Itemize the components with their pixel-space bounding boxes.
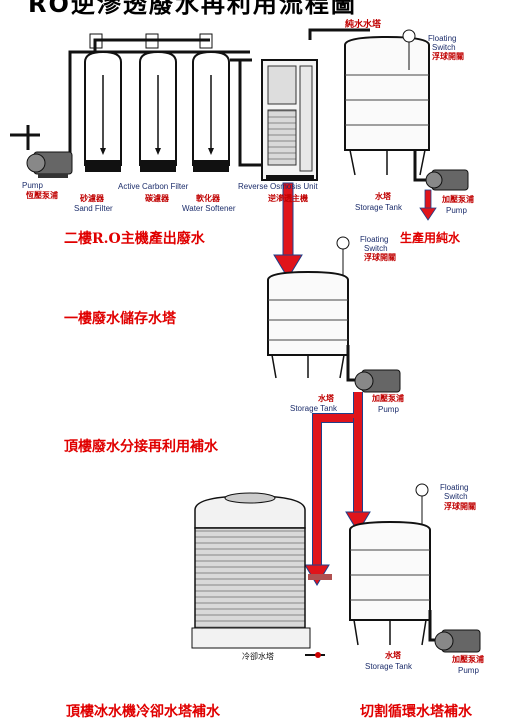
flow-arrow-production	[419, 189, 437, 221]
cutting-storage-tank	[349, 483, 440, 646]
cooling-tower	[191, 492, 332, 658]
bottom-switch-en-2: Switch	[444, 492, 468, 501]
mid-pump-en: Pump	[378, 405, 399, 414]
pure-tank-label: 純水水塔	[345, 20, 382, 30]
top-switch-zh: 浮球開關	[432, 52, 464, 61]
water-softener-tank	[192, 33, 230, 172]
pump-en-label: Pump	[22, 181, 43, 190]
mid-switch-en-1: Floating	[360, 235, 389, 244]
top-switch-en-1: Floating	[428, 34, 457, 43]
bottom-tank-zh: 水塔	[385, 651, 401, 660]
annotation-cutting-makeup: 切割循環水塔補水	[360, 704, 472, 720]
annotation-ro-waste: 二樓R.O主機產出廢水	[64, 231, 205, 247]
ro-unit-zh: 逆滲透主機	[268, 194, 308, 203]
flow-arrow-ro-waste	[273, 182, 303, 279]
annotation-chiller-makeup: 頂樓冰水機冷卻水塔補水	[66, 704, 220, 720]
pump-2	[425, 169, 469, 191]
diagram-title: RO逆滲透廢水再利用流程圖	[28, 0, 357, 18]
pump-zh-label: 恆壓泵浦	[26, 191, 58, 200]
mid-tank-zh: 水塔	[318, 394, 334, 403]
flow-arrow-split	[304, 392, 371, 586]
cooling-tower-label: 冷卻水塔	[242, 652, 274, 661]
ro-unit	[261, 59, 318, 181]
waste-storage-tank	[267, 236, 360, 382]
softener-zh: 軟化器	[196, 194, 220, 203]
mid-pump-zh: 加壓泵浦	[372, 394, 404, 403]
annotation-rooftop-reuse: 頂樓廢水分接再利用補水	[64, 439, 218, 455]
softener-en: Water Softener	[182, 204, 236, 213]
bottom-pump-zh: 加壓泵浦	[452, 655, 484, 664]
sand-filter-tank	[84, 33, 122, 172]
pump-4	[434, 629, 481, 653]
annotation-waste-storage: 一樓廢水儲存水塔	[64, 311, 176, 327]
top-tank-en: Storage Tank	[355, 203, 402, 212]
sand-filter-en: Sand Filter	[74, 204, 113, 213]
carbon-filter-tank	[139, 33, 177, 172]
annotation-production-water: 生產用純水	[400, 231, 461, 245]
pure-water-tank	[344, 29, 430, 176]
mid-tank-en: Storage Tank	[290, 404, 337, 413]
bottom-tank-en: Storage Tank	[365, 662, 412, 671]
top-pump2-zh: 加壓泵浦	[442, 195, 474, 204]
filter-header: Active Carbon Filter	[118, 182, 189, 191]
ro-unit-en: Reverse Osmosis Unit	[238, 182, 318, 191]
sand-filter-zh: 砂濾器	[80, 194, 104, 203]
bottom-pump-en: Pump	[458, 666, 479, 675]
top-pump2-en: Pump	[446, 206, 467, 215]
pump-1	[26, 151, 73, 178]
pump-3	[354, 369, 401, 393]
mid-switch-zh: 浮球開關	[364, 253, 396, 262]
bottom-switch-zh: 浮球開關	[444, 502, 476, 511]
top-tank-zh: 水塔	[375, 192, 391, 201]
carbon-filter-zh: 碳濾器	[145, 194, 169, 203]
top-switch-en-2: Switch	[432, 43, 456, 52]
bottom-switch-en-1: Floating	[440, 483, 469, 492]
mid-switch-en-2: Switch	[364, 244, 388, 253]
